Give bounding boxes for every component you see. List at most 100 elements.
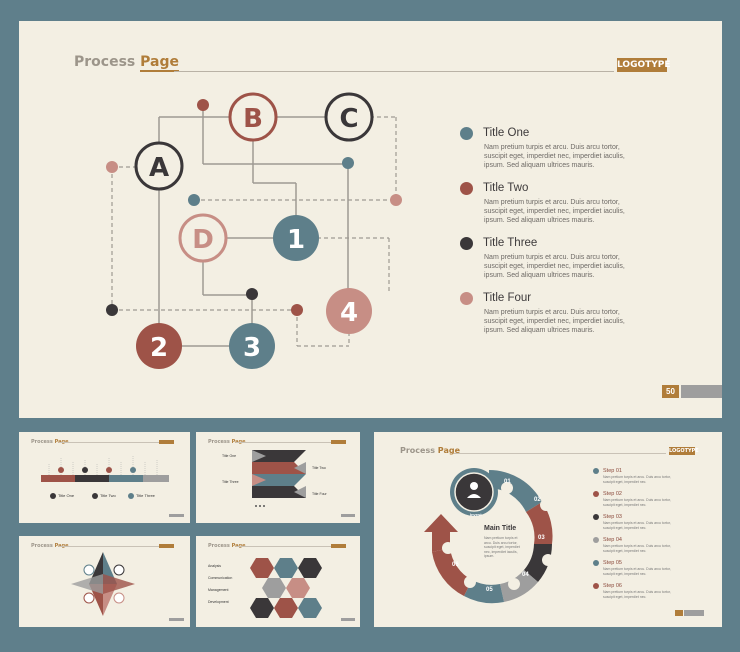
node-2-label: 2 — [150, 333, 168, 363]
diamond-graphic — [71, 552, 184, 621]
thumb-label: Title Two — [100, 493, 116, 498]
step-label: Step 02 — [603, 491, 622, 497]
title-part-1: Process — [31, 543, 53, 549]
title-part-1: Process — [208, 543, 230, 549]
thumb-label: Title Three — [136, 493, 155, 498]
process-diagram: B C A D 1 2 3 4 — [106, 92, 402, 369]
step-label: Step 03 — [603, 514, 622, 520]
page-number: 50 — [662, 385, 679, 398]
node-b: B — [228, 92, 278, 142]
thumb-title: Process Page — [400, 446, 460, 455]
step-text: Nam pretium turpis et arcu. Duis arcu to… — [603, 521, 671, 530]
segment-label-05: 05 — [486, 587, 493, 593]
slide-title: Process Page — [74, 54, 179, 72]
title-part-2: Page — [140, 54, 179, 72]
node-dot — [246, 288, 258, 300]
node-3-label: 3 — [243, 333, 261, 363]
zigzag-graphic — [252, 450, 355, 517]
thumbnail-slide-zigzag[interactable]: Process Page Title One Title Two Title T… — [196, 432, 360, 523]
step-dot — [593, 468, 599, 474]
logotype-mini — [331, 440, 346, 444]
title-rule — [174, 71, 614, 72]
thumb-label: Title One — [58, 493, 75, 498]
title-part-1: Process — [74, 54, 136, 70]
timeline-graphic — [41, 456, 184, 517]
title-rule — [454, 453, 666, 454]
title-part-1: Process — [31, 439, 53, 445]
node-2: 2 — [136, 323, 182, 369]
step-label: Step 05 — [603, 560, 622, 566]
logotype-mini — [331, 544, 346, 548]
segment-label-01: 01 — [504, 479, 511, 485]
legend-title: Title Three — [483, 237, 538, 249]
node-1: 1 — [273, 215, 319, 261]
thumbnail-slide-cycle[interactable]: Process Page LOGOTYPE Invest Main Title … — [374, 432, 722, 627]
cycle-graphic — [424, 468, 704, 616]
node-dot — [291, 304, 303, 316]
thumb-label: Communication — [208, 576, 233, 580]
node-a: A — [134, 141, 184, 191]
step-label: Step 01 — [603, 468, 622, 474]
legend-dot — [460, 127, 473, 140]
thumb-label: Analysis — [208, 564, 222, 568]
step-dot — [593, 537, 599, 543]
legend-title: Title Four — [483, 292, 532, 304]
hub-label: Invest — [470, 512, 482, 517]
node-3: 3 — [229, 323, 275, 369]
logotype: LOGOTYPE — [669, 447, 699, 455]
legend-dot — [460, 182, 473, 195]
legend-title: Title One — [483, 127, 530, 139]
node-dot — [188, 194, 200, 206]
thumb-label: Management — [208, 588, 229, 592]
step-dot — [593, 583, 599, 589]
node-a-label: A — [149, 153, 169, 183]
node-dot — [106, 304, 118, 316]
logotype-mini — [159, 544, 174, 548]
node-b-label: B — [243, 104, 263, 134]
thumb-label: Development — [208, 600, 229, 604]
title-rule — [59, 442, 159, 443]
legend-text: Nam pretium turpis et arcu. Duis arcu to… — [484, 309, 625, 334]
main-slide: Process Page LOGOTYPE — [19, 21, 722, 418]
segment-label-04: 04 — [522, 572, 529, 578]
legend-dot — [460, 292, 473, 305]
legend-title: Title Two — [483, 182, 529, 194]
segment-label-02: 02 — [534, 497, 541, 503]
legend-text: Nam pretium turpis et arcu. Duis arcu to… — [484, 254, 625, 279]
step-text: Nam pretium turpis et arcu. Duis arcu to… — [603, 590, 671, 599]
node-4: 4 — [326, 288, 372, 334]
node-c-label: C — [339, 104, 358, 134]
legend-text: Nam pretium turpis et arcu. Duis arcu to… — [484, 199, 625, 224]
thumbnail-slide-hexagons[interactable]: Process Page Analysis Communication Mana… — [196, 536, 360, 627]
node-4-label: 4 — [340, 298, 358, 328]
hexagon-graphic — [250, 558, 355, 621]
legend-text: Nam pretium turpis et arcu. Duis arcu to… — [484, 144, 625, 169]
step-text: Nam pretium turpis et arcu. Duis arcu to… — [603, 498, 671, 507]
segment-label-03: 03 — [538, 535, 545, 541]
segment-label-06: 06 — [452, 562, 459, 568]
logotype: LOGOTYPE — [617, 58, 671, 72]
main-title: Main Title — [484, 525, 517, 532]
step-label: Step 04 — [603, 537, 622, 543]
node-d: D — [178, 213, 228, 263]
logotype-mini — [159, 440, 174, 444]
legend-dot — [460, 237, 473, 250]
thumb-label: Title Four — [312, 492, 327, 496]
node-1-label: 1 — [287, 225, 305, 255]
node-dot — [197, 99, 209, 111]
step-text: Nam pretium turpis et arcu. Duis arcu to… — [603, 567, 671, 576]
thumbnail-slide-timeline[interactable]: Process Page Title One Title Two Title T… — [19, 432, 190, 523]
thumb-label: Title One — [222, 454, 237, 458]
thumbnail-slide-diamond[interactable]: Process Page — [19, 536, 190, 627]
page-bar — [681, 385, 722, 398]
main-text: Nam pretium turpis et arcu. Duis arcu to… — [484, 536, 520, 558]
step-dot — [593, 491, 599, 497]
node-c: C — [324, 92, 374, 142]
step-dot — [593, 514, 599, 520]
step-label: Step 06 — [603, 583, 622, 589]
title-part-1: Process — [208, 439, 230, 445]
title-part-1: Process — [400, 446, 435, 455]
node-dot — [390, 194, 402, 206]
title-rule — [236, 442, 331, 443]
node-d-label: D — [192, 225, 214, 255]
